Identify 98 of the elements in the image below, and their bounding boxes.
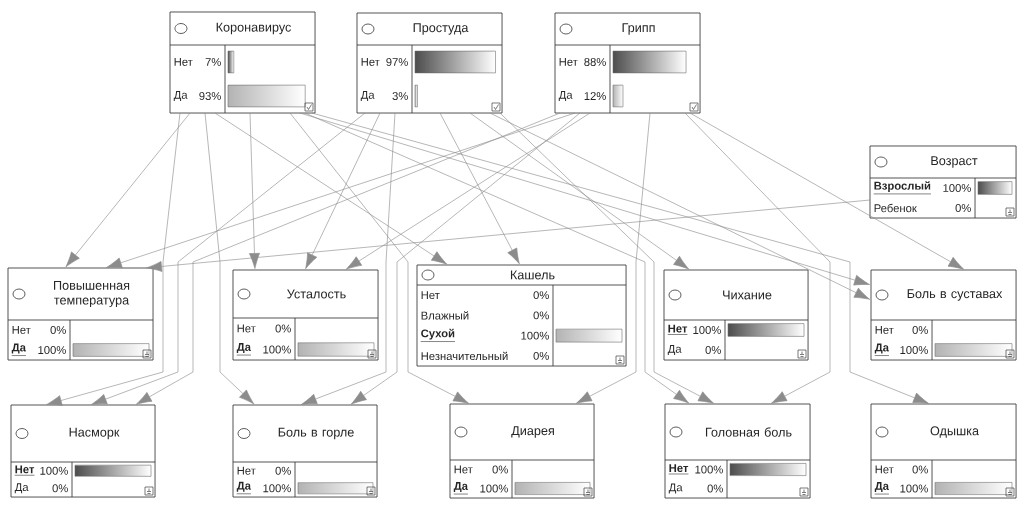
state-label: Да [874, 482, 890, 495]
arrow [146, 199, 871, 272]
probability-value: 0% [955, 204, 971, 212]
state-label: Нет [14, 465, 35, 476]
state-label: Взрослый [873, 181, 932, 195]
arrow [439, 112, 520, 265]
arrow [249, 112, 260, 269]
probability-value: 12% [584, 92, 606, 100]
node-title: Коронавирус [216, 22, 292, 35]
node-title: Головная боль [706, 427, 792, 437]
arrow [135, 112, 561, 405]
state-label: Да [874, 343, 890, 356]
arrow [345, 112, 591, 270]
arrow [689, 112, 965, 270]
probability-value: 0% [492, 465, 508, 474]
state-label: Да [360, 91, 375, 101]
probability-value: 7% [205, 58, 221, 66]
state-label: Нет [237, 466, 256, 475]
arrow [299, 112, 870, 286]
arrow [46, 112, 181, 406]
probability-value: 0% [533, 351, 549, 360]
probability-value: 97% [386, 58, 408, 66]
state-label: Да [173, 91, 188, 101]
node-title: Диарея [511, 426, 554, 438]
arrow [289, 112, 470, 404]
node-title: Кашель [510, 270, 555, 280]
probability-value: 0% [707, 484, 723, 493]
probability-value: 0% [50, 326, 66, 334]
state-label: Нет [421, 291, 440, 300]
state-label: Нет [875, 465, 894, 474]
node-title: Усталость [287, 289, 346, 299]
probability-value: 100% [263, 484, 291, 493]
node-title: Повышенная температура [54, 280, 130, 308]
state-label: Ребенок [874, 203, 917, 213]
state-label: Нет [667, 324, 688, 335]
state-label: Да [558, 91, 573, 101]
state-label: Да [668, 483, 683, 494]
state-label: Нет [454, 465, 473, 474]
state-label: Нет [361, 58, 380, 66]
arrow [684, 112, 831, 404]
probability-value: 3% [392, 92, 408, 100]
probability-value: 100% [40, 466, 68, 475]
probability-value: 100% [695, 465, 723, 474]
node-title: Насморк [69, 427, 120, 440]
probability-value: 0% [52, 484, 68, 493]
probability-value: 100% [693, 326, 721, 334]
arrow [350, 112, 581, 405]
node-title: Грипп [622, 23, 655, 35]
probability-value: 100% [480, 484, 508, 493]
probability-value: 100% [263, 345, 291, 354]
state-label: Да [236, 481, 252, 495]
probability-value: 0% [912, 465, 928, 474]
state-label: Сухой [420, 328, 456, 342]
node-title: Чихание [723, 290, 772, 300]
arrow [214, 112, 448, 265]
state-label: Нет [174, 58, 193, 66]
arrow [91, 112, 366, 405]
state-label: Нет [12, 326, 31, 334]
probability-value: 93% [199, 92, 221, 100]
state-label: Да [11, 343, 27, 356]
node-title: Одышка [930, 426, 980, 438]
arrow [65, 112, 191, 268]
probability-value: 0% [533, 311, 549, 320]
node-title: Боль в горле [278, 427, 354, 440]
arrow [311, 112, 929, 404]
arrow [305, 112, 381, 269]
arrow [304, 112, 690, 404]
arrow [204, 112, 255, 405]
state-label: Да [667, 345, 682, 355]
state-label: Да [453, 482, 469, 495]
probability-value: 0% [705, 346, 721, 354]
state-label: Нет [668, 464, 689, 475]
arrow [576, 112, 651, 404]
node-title: Простуда [413, 23, 469, 35]
arrow [301, 112, 396, 405]
probability-value: 100% [900, 346, 928, 354]
state-label: Да [14, 483, 29, 494]
state-label: Нет [875, 326, 894, 334]
probability-value: 0% [912, 326, 928, 334]
probability-value: 100% [900, 484, 928, 493]
probability-value: 88% [584, 58, 606, 66]
arrow [106, 112, 576, 268]
arrow [499, 112, 715, 404]
node-title: Боль в суставах [907, 289, 1003, 301]
arrow [469, 112, 690, 270]
state-label: Нет [237, 324, 256, 333]
state-label: Незначительный [421, 351, 508, 361]
state-label: Да [236, 343, 252, 356]
probability-value: 0% [533, 291, 549, 300]
probability-value: 100% [521, 331, 549, 340]
arrow [489, 112, 870, 300]
state-label: Влажный [421, 311, 469, 320]
probability-value: 0% [275, 466, 291, 475]
probability-value: 0% [275, 324, 291, 333]
probability-value: 100% [38, 346, 66, 354]
probability-value: 100% [943, 184, 971, 192]
state-label: Нет [559, 58, 578, 66]
node-title: Возраст [931, 156, 978, 168]
